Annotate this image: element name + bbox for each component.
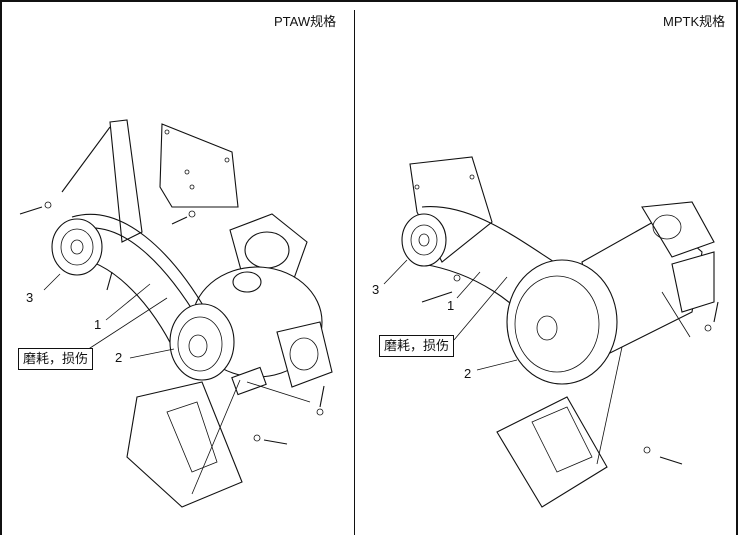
ptaw-callout-3: 3: [26, 290, 34, 305]
ptaw-base-bracket: [126, 381, 243, 508]
mptk-bolts: [421, 274, 719, 465]
mptk-large-pulley: [506, 259, 618, 385]
mptk-leader-lines: [383, 259, 691, 465]
ptaw-pump: [191, 213, 333, 396]
mptk-callout-3: 3: [372, 282, 380, 297]
ptaw-bracket: [61, 119, 239, 243]
panel-divider: [354, 10, 355, 535]
ptaw-bolts: [19, 201, 325, 445]
ptaw-leader-lines: [43, 273, 311, 495]
mptk-title: MPTK规格: [663, 14, 726, 29]
mptk-callout-2: 2: [464, 366, 472, 381]
ptaw-callout-2: 2: [115, 350, 123, 365]
ptaw-large-pulley: [169, 303, 235, 381]
mptk-small-pulley: [401, 213, 447, 267]
ptaw-wear-label: 磨耗，损伤: [18, 348, 94, 370]
mptk-callout-1: 1: [447, 298, 455, 313]
ptaw-title: PTAW规格: [274, 14, 337, 29]
mptk-base-bracket: [496, 396, 608, 508]
ptaw-small-pulley: [51, 218, 103, 276]
mptk-wear-label: 磨耗，损伤: [379, 335, 455, 357]
ptaw-callout-1: 1: [94, 317, 102, 332]
